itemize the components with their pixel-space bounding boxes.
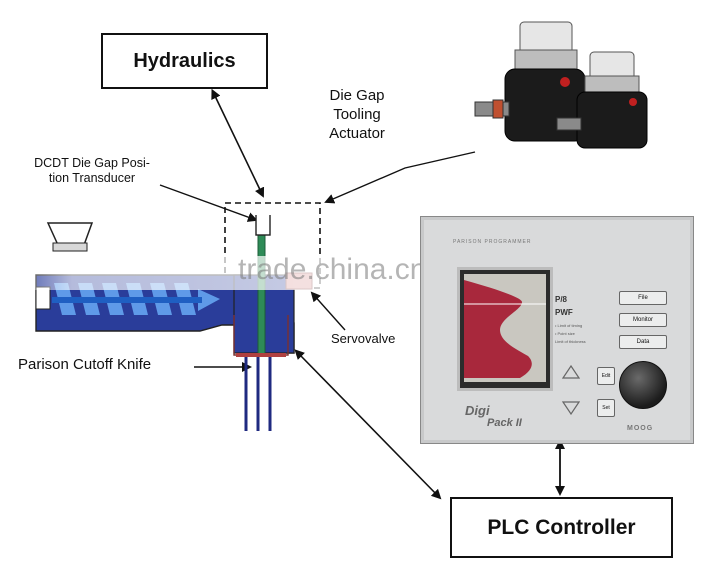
panel-screen bbox=[457, 267, 553, 391]
actuator-arrow bbox=[324, 151, 476, 204]
panel-legend-text: P/8 PWF • Limit of timing • Point size L… bbox=[555, 295, 586, 344]
brand-moog: MOOG bbox=[627, 425, 654, 432]
plc-controller-label: PLC Controller bbox=[487, 515, 636, 539]
screw-flights bbox=[52, 283, 220, 315]
watermark-text: trade.china.cn bbox=[238, 253, 427, 286]
plc-controller-box: PLC Controller bbox=[450, 497, 673, 558]
control-knob[interactable] bbox=[619, 361, 667, 409]
extruder-drawing bbox=[35, 215, 313, 431]
down-arrow-icon[interactable] bbox=[562, 401, 580, 415]
monitor-button[interactable]: Monitor bbox=[619, 313, 667, 327]
file-button[interactable]: File bbox=[619, 291, 667, 305]
hydraulics-label: Hydraulics bbox=[133, 49, 236, 72]
up-arrow-icon[interactable] bbox=[562, 365, 580, 379]
servovalve-label: Servovalve bbox=[331, 331, 396, 346]
edit-key[interactable]: Edit bbox=[597, 367, 615, 385]
die-plc-arrow bbox=[294, 349, 442, 500]
transducer-block bbox=[255, 215, 271, 236]
dcdt-label: DCDT Die Gap Posi- tion Transducer bbox=[34, 156, 150, 185]
servovalve-arrow bbox=[310, 291, 346, 331]
parison-cutoff-label: Parison Cutoff Knife bbox=[18, 356, 152, 373]
digipack-panel: PARISON PROGRAMMER P/8 PWF • Limit of ti… bbox=[420, 216, 694, 444]
panel-header: PARISON PROGRAMMER bbox=[453, 239, 532, 245]
parison-profile-plot bbox=[464, 274, 546, 382]
dcdt-arrow bbox=[159, 184, 258, 222]
actuator-photo bbox=[474, 21, 648, 149]
mandrel-rod bbox=[257, 232, 266, 356]
hydraulics-box: Hydraulics bbox=[101, 33, 268, 89]
brand-pack: Pack II bbox=[487, 417, 522, 429]
hydraulics-arrow bbox=[211, 88, 265, 198]
hopper-shape bbox=[46, 222, 94, 246]
set-key[interactable]: Set bbox=[597, 399, 615, 417]
data-button[interactable]: Data bbox=[619, 335, 667, 349]
brand-digi: Digi bbox=[465, 403, 490, 418]
die-gap-actuator-label: Die Gap Tooling Actuator bbox=[329, 87, 385, 142]
